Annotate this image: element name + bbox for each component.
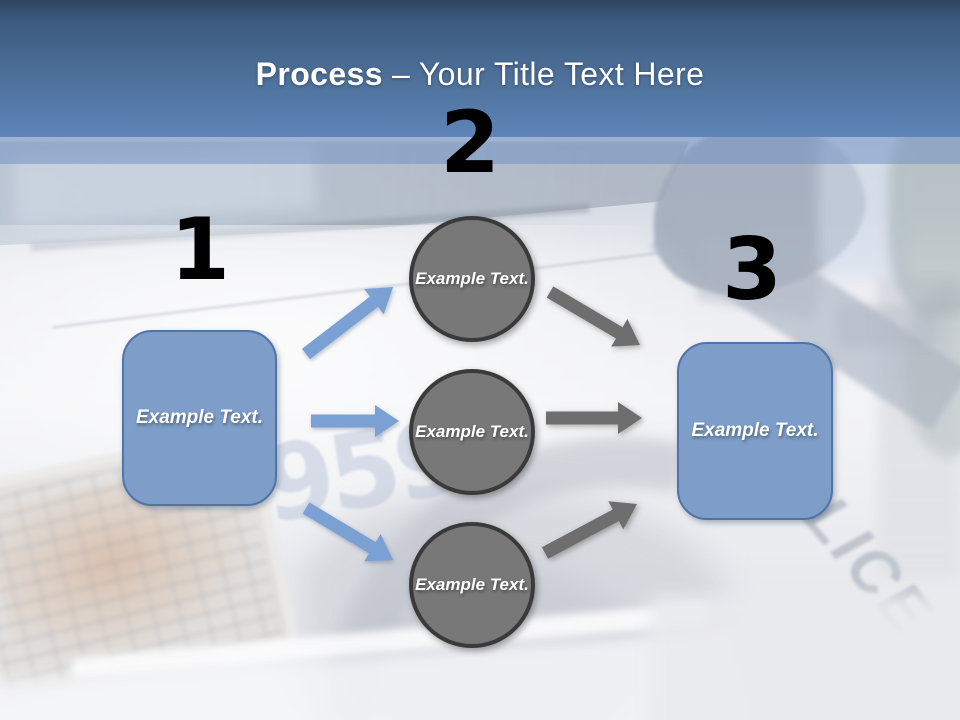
process-box-step3-label: Example Text. [691, 419, 819, 441]
process-circle-1-label: Example Text. [415, 269, 529, 289]
door-decal-shape [838, 305, 938, 347]
road-surface [650, 595, 960, 720]
header-accent-band [0, 137, 960, 164]
process-box-step3: Example Text. [677, 342, 833, 520]
slide-title: Process– Your Title Text Here [0, 56, 960, 93]
process-circle-3: Example Text. [409, 522, 535, 648]
process-circle-2-label: Example Text. [415, 422, 529, 442]
slide-title-subtitle: – Your Title Text Here [391, 56, 705, 92]
process-box-step1-label: Example Text. [135, 406, 264, 428]
process-circle-1: Example Text. [409, 216, 535, 342]
process-circle-2: Example Text. [409, 369, 535, 495]
slide-title-keyword: Process [255, 56, 383, 92]
step-number-2: 2 [440, 93, 500, 193]
process-box-step1: Example Text. [122, 330, 277, 506]
process-circle-3-label: Example Text. [415, 575, 529, 595]
step-number-1: 1 [170, 200, 230, 300]
trees-shape [888, 137, 960, 317]
step-number-3: 3 [722, 220, 782, 320]
header-band: Process– Your Title Text Here [0, 0, 960, 137]
car-rear-shadow [878, 277, 960, 577]
